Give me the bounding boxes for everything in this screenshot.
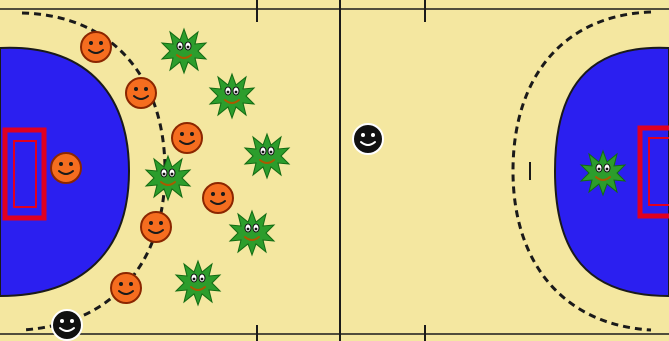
green-spiky-smiley-icon[interactable]	[160, 27, 208, 75]
orange-smiley-icon[interactable]	[124, 76, 158, 110]
green-spiky-smiley-icon[interactable]	[144, 154, 192, 202]
green-spiky-smiley-icon[interactable]	[243, 132, 291, 180]
black-smiley-icon[interactable]	[351, 122, 385, 156]
orange-smiley-icon[interactable]	[170, 121, 204, 155]
orange-smiley-icon[interactable]	[79, 30, 113, 64]
green-spiky-smiley-icon[interactable]	[579, 149, 627, 197]
orange-smiley-icon[interactable]	[139, 210, 173, 244]
green-spiky-smiley-icon[interactable]	[208, 72, 256, 120]
green-spiky-smiley-icon[interactable]	[228, 209, 276, 257]
green-spiky-smiley-icon[interactable]	[174, 259, 222, 307]
orange-smiley-icon[interactable]	[49, 151, 83, 185]
orange-smiley-icon[interactable]	[109, 271, 143, 305]
black-smiley-icon[interactable]	[50, 308, 84, 341]
